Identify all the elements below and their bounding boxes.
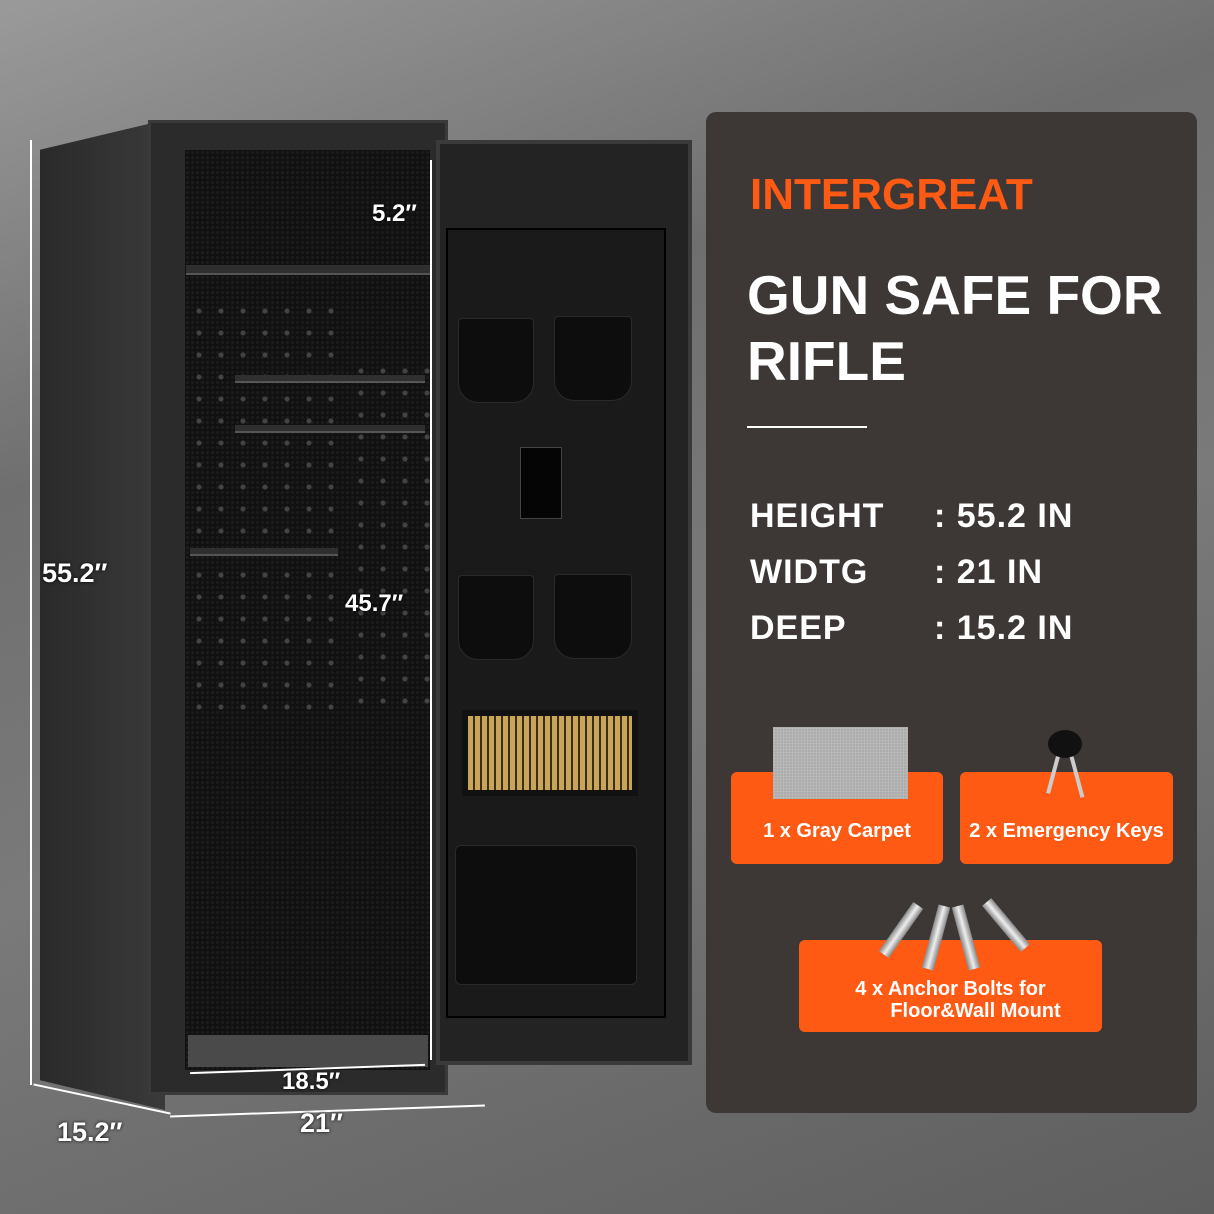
anchor-bolts-icon (875, 895, 1035, 975)
spec-label: DEEP (750, 609, 847, 647)
top-shelf (186, 265, 430, 275)
top-shelf-dimension: 5.2″ (372, 200, 417, 227)
inner-height-dimension: 45.7″ (345, 590, 404, 617)
divider (747, 426, 867, 428)
accessory-anchor-bolts: 4 x Anchor Bolts for Floor&Wall Mount (799, 940, 1102, 1032)
product-title: GUN SAFE FOR RIFLE (747, 264, 1163, 392)
pocket (554, 574, 632, 659)
hook-bar (190, 548, 338, 556)
pocket (554, 316, 632, 401)
rack-2 (235, 425, 425, 433)
accessory-label: 1 x Gray Carpet (763, 820, 911, 842)
spec-label: HEIGHT (750, 497, 885, 535)
depth-dimension: 15.2″ (57, 1117, 123, 1147)
brand-name: INTERGREAT (750, 170, 1033, 219)
spec-value: : 21 IN (934, 553, 1044, 591)
inner-width-dimension: 18.5″ (282, 1068, 341, 1095)
spec-value: : 15.2 IN (934, 609, 1074, 647)
height-line (30, 140, 32, 1085)
accessory-label: 4 x Anchor Bolts for (855, 978, 1046, 1000)
accessory-label: 2 x Emergency Keys (969, 820, 1164, 842)
inner-height-line (430, 160, 432, 1060)
pocket (458, 318, 534, 403)
pocket (458, 575, 534, 660)
pegboard-left (188, 300, 336, 710)
keys-icon (1045, 730, 1085, 800)
floor-carpet (188, 1035, 428, 1067)
accessory-label-line2: Floor&Wall Mount (890, 1000, 1061, 1022)
accessory-keys: 2 x Emergency Keys (960, 772, 1173, 864)
spec-label: WIDTG (750, 553, 869, 591)
lock-box (520, 447, 562, 519)
spec-value: : 55.2 IN (934, 497, 1074, 535)
ammo-holder (462, 710, 638, 796)
height-dimension: 55.2″ (42, 558, 108, 588)
rack-1 (235, 375, 425, 383)
pegboard-right (350, 360, 430, 710)
width-dimension: 21″ (300, 1108, 343, 1138)
safe-side (40, 120, 165, 1110)
pouch (455, 845, 637, 985)
carpet-icon (773, 727, 908, 799)
